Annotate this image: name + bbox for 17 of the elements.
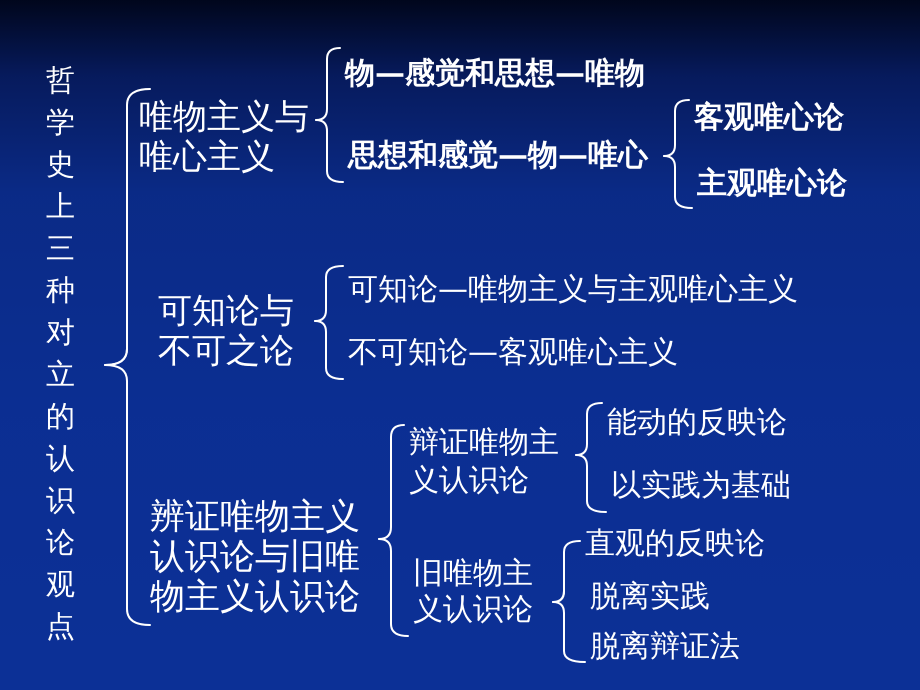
leaf-label: 可知论—唯物主义与主观唯心主义 xyxy=(348,272,798,308)
leaf-label: 不可知论—客观唯心主义 xyxy=(348,335,678,371)
leaf-label: 脱离辩证法 xyxy=(590,629,740,665)
leaf-label: 直观的反映论 xyxy=(585,526,765,562)
vertical-heading: 哲学史上三种对立的认识论观点 xyxy=(46,59,105,647)
branch-label: 可知论与不可之论 xyxy=(134,291,315,371)
leaf-label: 客观唯心论 xyxy=(694,100,844,136)
leaf-label: 主观唯心论 xyxy=(697,166,847,202)
branch-label: 思想和感觉—物—唯心 xyxy=(348,138,664,174)
branch-label: 唯物主义与唯心主义 xyxy=(139,97,316,177)
leaf-label: 物—感觉和思想—唯物 xyxy=(345,56,645,92)
branch-label: 旧唯物主义认识论 xyxy=(413,556,553,628)
branch-label: 辨证唯物主义认识论与旧唯物主义认识论 xyxy=(150,497,379,617)
leaf-label: 以实践为基础 xyxy=(611,468,791,504)
leaf-label: 脱离实践 xyxy=(570,579,710,615)
leaf-label: 能动的反映论 xyxy=(607,405,787,441)
branch-label: 辩证唯物主义认识论 xyxy=(409,424,576,500)
